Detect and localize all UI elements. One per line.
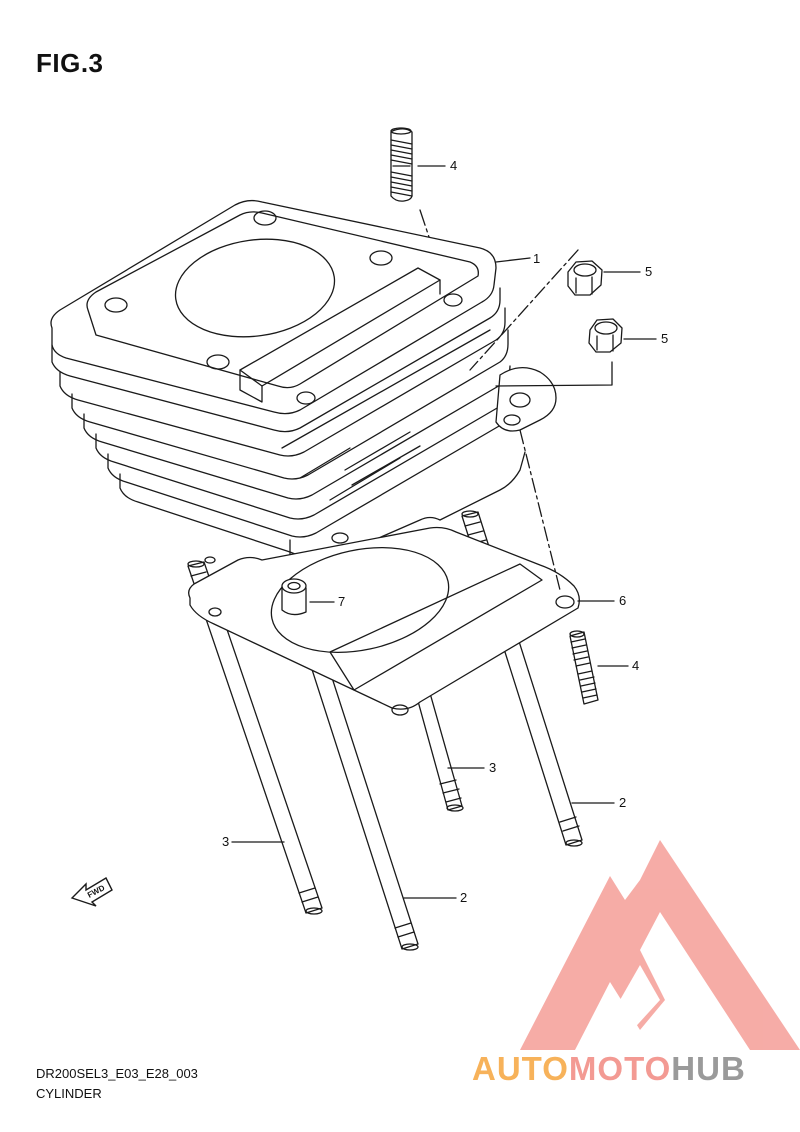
callout-cylinder: 1 bbox=[533, 251, 540, 266]
callout-nut-lower: 5 bbox=[661, 331, 668, 346]
figure-title: FIG.3 bbox=[36, 48, 104, 78]
dowel-pin bbox=[281, 578, 307, 616]
diagram-code: DR200SEL3_E03_E28_003 bbox=[36, 1066, 198, 1081]
watermark-part-moto: MOTO bbox=[568, 1050, 672, 1087]
stud-right bbox=[569, 630, 599, 705]
footer: DR200SEL3_E03_E28_003 CYLINDER bbox=[36, 1064, 198, 1104]
callout-stud-right: 4 bbox=[632, 658, 639, 673]
watermark-part-hub: HUB bbox=[671, 1050, 746, 1087]
leader-cylinder bbox=[495, 257, 531, 263]
callout-dowel-pin: 7 bbox=[338, 594, 345, 609]
watermark-part-auto: AUTO bbox=[472, 1050, 569, 1087]
callout-bolt-left: 3 bbox=[222, 834, 229, 849]
callout-bolt-center: 3 bbox=[489, 760, 496, 775]
centerline-nut-lower bbox=[495, 361, 613, 387]
callout-stud-top: 4 bbox=[450, 158, 457, 173]
nut-lower bbox=[588, 318, 623, 353]
callout-bolt-right: 2 bbox=[619, 795, 626, 810]
callout-bolt-bottom: 2 bbox=[460, 890, 467, 905]
centerline-gasket bbox=[519, 429, 561, 591]
watermark-logo bbox=[520, 840, 800, 1050]
callout-gasket: 6 bbox=[619, 593, 626, 608]
diagram-name: CYLINDER bbox=[36, 1086, 102, 1101]
nut-upper bbox=[567, 260, 603, 296]
fwd-arrow-icon: FWD bbox=[70, 877, 113, 907]
watermark-text: AUTOMOTOHUB bbox=[472, 1050, 746, 1088]
callout-nut-upper: 5 bbox=[645, 264, 652, 279]
centerline-nut-upper bbox=[469, 249, 579, 371]
stud-top bbox=[390, 127, 413, 202]
base-gasket bbox=[188, 526, 580, 716]
